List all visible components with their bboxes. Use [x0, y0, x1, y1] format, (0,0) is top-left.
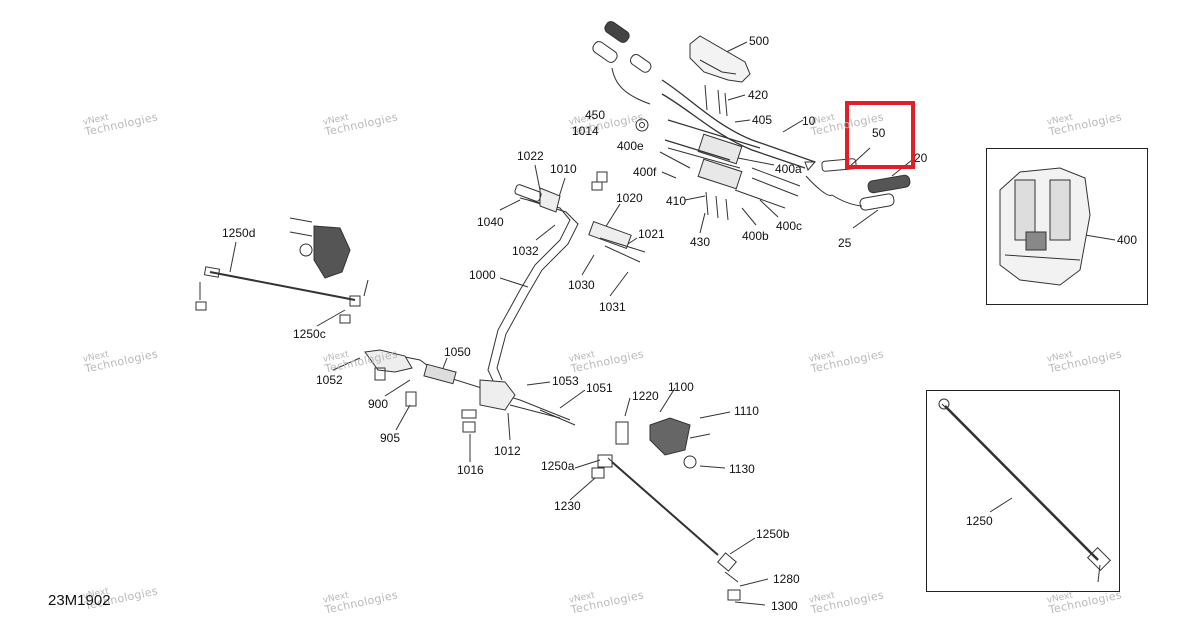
part-label-1250: 1250 — [966, 514, 993, 528]
part-label-1280: 1280 — [773, 572, 800, 586]
part-label-1021: 1021 — [638, 227, 665, 241]
part-label-1230: 1230 — [554, 499, 581, 513]
part-label-10: 10 — [802, 114, 816, 128]
part-label-405: 405 — [752, 113, 773, 127]
part-label-1250a: 1250a — [541, 459, 575, 473]
part-label-400b: 400b — [742, 229, 769, 243]
part-label-1250b: 1250b — [756, 527, 790, 541]
part-label-1030: 1030 — [568, 278, 595, 292]
inset-frame-bottom — [926, 390, 1120, 592]
part-label-410: 410 — [666, 194, 687, 208]
part-label-400: 400 — [1117, 233, 1138, 247]
part-label-25: 25 — [838, 236, 852, 250]
part-label-900: 900 — [368, 397, 389, 411]
part-label-1250d: 1250d — [222, 226, 256, 240]
part-label-1110: 1110 — [734, 404, 759, 418]
part-label-400c: 400c — [776, 219, 803, 233]
part-label-50: 50 — [872, 126, 886, 140]
part-label-1040: 1040 — [477, 215, 504, 229]
part-label-1220: 1220 — [632, 389, 659, 403]
inset-frame-top — [986, 148, 1148, 305]
part-label-430: 430 — [690, 235, 711, 249]
diagram-code: 23M1902 — [48, 592, 111, 609]
part-label-1012: 1012 — [494, 444, 521, 458]
part-label-905: 905 — [380, 431, 401, 445]
part-label-1130: 1130 — [729, 462, 755, 476]
highlight-box — [845, 101, 915, 169]
part-label-1300: 1300 — [771, 599, 798, 613]
part-label-450: 450 — [585, 108, 606, 122]
part-label-400a: 400a — [775, 162, 802, 176]
part-label-400e: 400e — [617, 139, 644, 153]
part-label-1022: 1022 — [517, 149, 544, 163]
part-label-20: 20 — [914, 151, 928, 165]
part-label-1020: 1020 — [616, 191, 643, 205]
part-label-1014: 1014 — [572, 124, 599, 138]
part-label-420: 420 — [748, 88, 769, 102]
part-label-1051: 1051 — [586, 381, 613, 395]
part-label-1000: 1000 — [469, 268, 496, 282]
part-label-1053: 1053 — [552, 374, 579, 388]
part-label-500: 500 — [749, 34, 770, 48]
part-label-1016: 1016 — [457, 463, 484, 477]
part-label-1032: 1032 — [512, 244, 539, 258]
part-label-1100: 1100 — [668, 380, 694, 394]
part-label-1250c: 1250c — [293, 327, 326, 341]
part-label-400f: 400f — [633, 165, 657, 179]
part-label-1010: 1010 — [550, 162, 577, 176]
part-label-1031: 1031 — [599, 300, 626, 314]
part-label-1052: 1052 — [316, 373, 343, 387]
part-label-1050: 1050 — [444, 345, 471, 359]
